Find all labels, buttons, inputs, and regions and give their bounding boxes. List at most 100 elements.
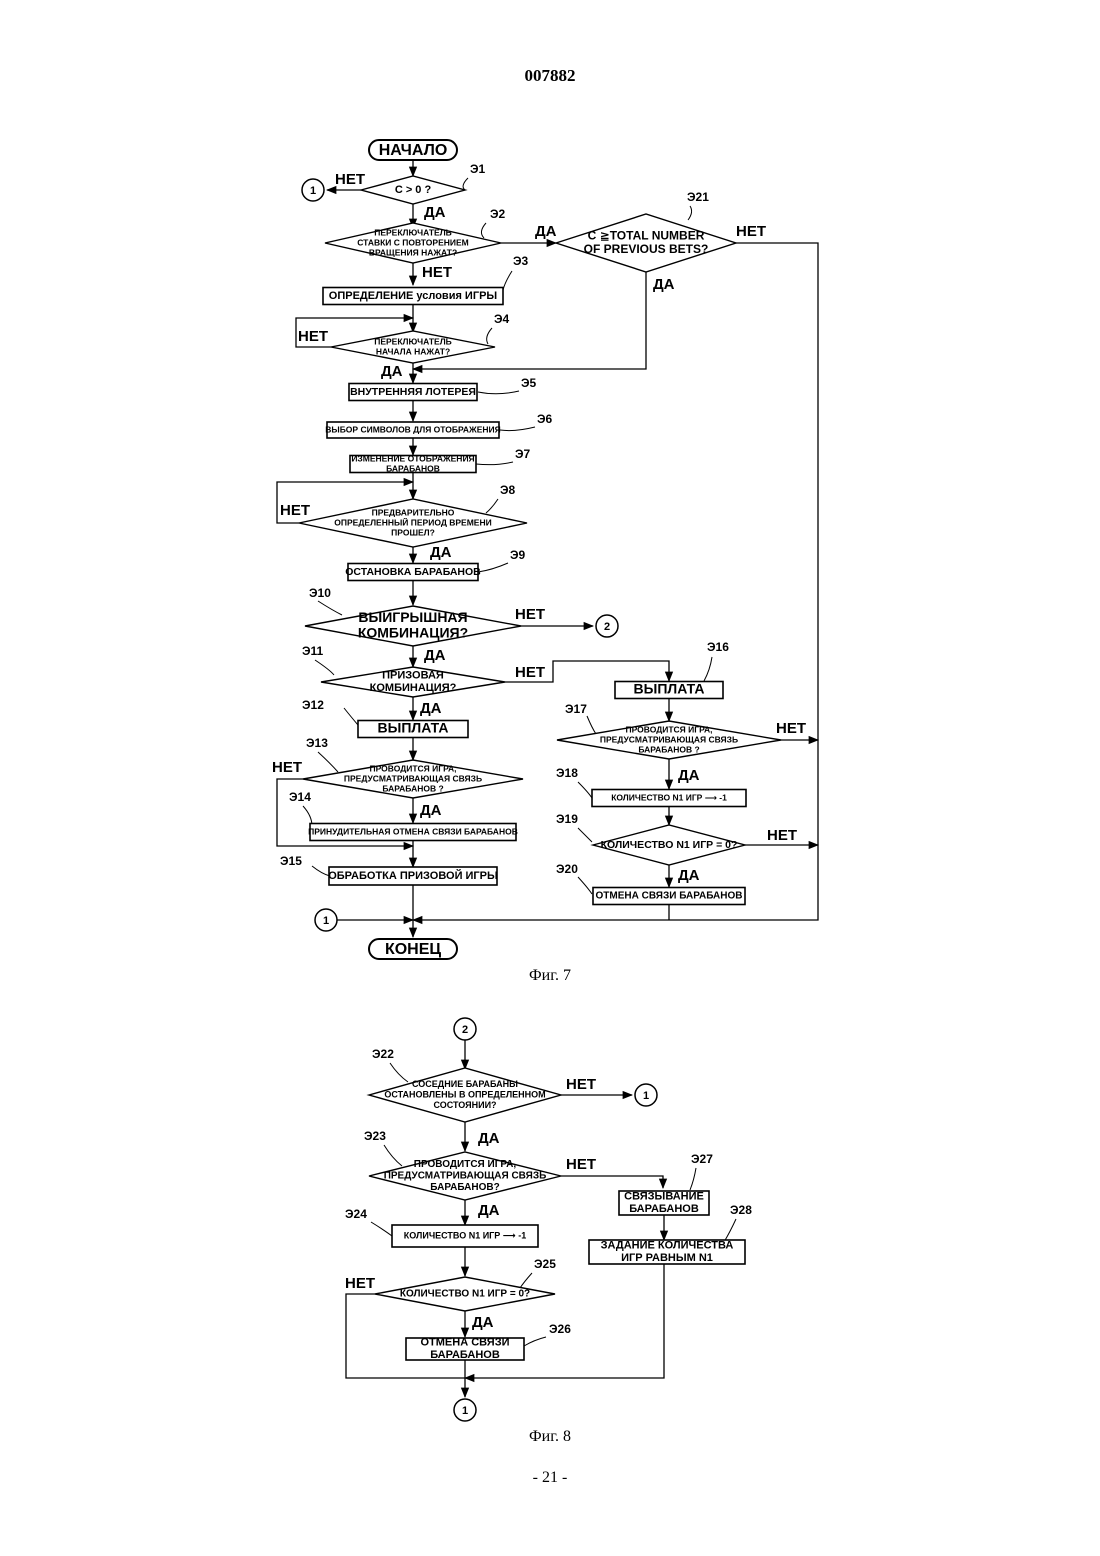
process-s26-line: БАРАБАНОВ (430, 1349, 500, 1361)
decision-s10-line: КОМБИНАЦИЯ? (358, 624, 468, 640)
process-s9-line: ОСТАНОВКА БАРАБАНОВ (345, 566, 481, 578)
process-s26-line: ОТМЕНА СВЯЗИ (420, 1337, 509, 1349)
end-terminal-label: КОНЕЦ (385, 941, 441, 958)
decision-s2-line: СТАВКИ С ПОВТОРЕНИЕМ (357, 237, 468, 247)
step-id-s3: Э3 (513, 254, 529, 268)
leader-s22 (390, 1063, 408, 1082)
step-id-s27: Э27 (691, 1152, 713, 1166)
process-s3-line: ОПРЕДЕЛЕНИЕ условия ИГРЫ (329, 290, 498, 302)
no-label: НЕТ (298, 328, 328, 345)
step-id-s26: Э26 (549, 1322, 571, 1336)
no-label: НЕТ (767, 827, 797, 844)
yes-label: ДА (430, 544, 452, 561)
no-label: НЕТ (515, 664, 545, 681)
no-label: НЕТ (422, 264, 452, 281)
leader-s25 (520, 1273, 532, 1288)
step-id-s11: Э11 (302, 644, 324, 658)
no-label: НЕТ (776, 720, 806, 737)
decision-s13-line: ПРОВОДИТСЯ ИГРА, (369, 763, 456, 773)
connector-1-in-label: 1 (323, 915, 329, 927)
connector-1-fig8-a-label: 1 (643, 1090, 649, 1102)
process-s7-line: ИЗМЕНЕНИЕ ОТОБРАЖЕНИЯ (351, 453, 474, 463)
decision-s2-line: ВРАЩЕНИЯ НАЖАТ? (369, 247, 457, 257)
yes-label: ДА (478, 1202, 500, 1219)
yes-label: ДА (678, 867, 700, 884)
no-label: НЕТ (566, 1156, 596, 1173)
leader-s21 (688, 206, 692, 220)
yes-label: ДА (478, 1130, 500, 1147)
start-terminal-label: НАЧАЛО (379, 142, 448, 159)
no-label: НЕТ (566, 1076, 596, 1093)
process-s12-line: ВЫПЛАТА (378, 720, 449, 736)
leader-s20 (578, 877, 592, 894)
decision-s1-line: С > 0 ? (395, 184, 432, 196)
decision-s23-line: ПРОВОДИТСЯ ИГРА, (414, 1159, 517, 1170)
decision-s17-line: ПРЕДУСМАТРИВАЮЩАЯ СВЯЗЬ (600, 734, 738, 744)
page-number: - 21 - (0, 1469, 1100, 1487)
decision-s25-line: КОЛИЧЕСТВО N1 ИГР = 0? (400, 1289, 530, 1300)
yes-label: ДА (424, 204, 446, 221)
decision-s23-line: БАРАБАНОВ? (430, 1182, 499, 1193)
yes-label: ДА (678, 767, 700, 784)
leader-s5 (478, 391, 519, 394)
connector-1-out-label: 1 (310, 185, 316, 197)
leader-s26 (524, 1337, 546, 1346)
process-s18-line: КОЛИЧЕСТВО N1 ИГР ⟶ -1 (611, 792, 727, 802)
decision-s2-line: ПЕРЕКЛЮЧАТЕЛЬ (374, 227, 452, 237)
yes-label: ДА (653, 276, 675, 293)
yes-label: ДА (535, 223, 557, 240)
step-id-s14: Э14 (289, 790, 311, 804)
decision-s21-line: OF PREVIOUS BETS? (584, 242, 709, 256)
yes-label: ДА (420, 700, 442, 717)
step-id-s9: Э9 (510, 548, 526, 562)
step-id-s4: Э4 (494, 312, 510, 326)
process-s7-line: БАРАБАНОВ (386, 463, 440, 473)
no-label: НЕТ (280, 502, 310, 519)
step-id-s25: Э25 (534, 1257, 556, 1271)
step-id-s24: Э24 (345, 1207, 367, 1221)
step-id-s21: Э21 (687, 190, 709, 204)
decision-s8-line: ПРОШЕЛ? (391, 527, 435, 537)
step-id-s5: Э5 (521, 376, 537, 390)
step-id-s8: Э8 (500, 483, 516, 497)
connector-2-in-label: 2 (462, 1024, 468, 1036)
decision-s10-line: ВЫИГРЫШНАЯ (358, 609, 467, 625)
decision-s22-line: СОСЕДНИЕ БАРАБАНЫ (412, 1079, 518, 1089)
leader-s28 (724, 1219, 736, 1242)
leader-s19 (578, 828, 592, 842)
fig7-caption: Фиг. 7 (0, 967, 1100, 985)
leader-s6 (500, 427, 535, 431)
yes-label: ДА (424, 647, 446, 664)
leader-s10 (318, 601, 342, 615)
leader-s11 (315, 660, 334, 675)
step-id-s19: Э19 (556, 812, 578, 826)
fig8-caption: Фиг. 8 (0, 1428, 1100, 1446)
step-id-s13: Э13 (306, 736, 328, 750)
decision-s17-line: БАРАБАНОВ ? (638, 744, 699, 754)
decision-s8-line: ОПРЕДЕЛЕННЫЙ ПЕРИОД ВРЕМЕНИ (334, 516, 491, 527)
leader-s3 (503, 271, 512, 290)
step-id-s22: Э22 (372, 1047, 394, 1061)
decision-s23-line: ПРЕДУСМАТРИВАЮЩАЯ СВЯЗЬ (384, 1171, 547, 1182)
step-id-s20: Э20 (556, 862, 578, 876)
leader-s27 (690, 1168, 696, 1190)
process-s27-line: БАРАБАНОВ (629, 1203, 699, 1215)
process-s16-line: ВЫПЛАТА (634, 681, 705, 697)
process-s20-line: ОТМЕНА СВЯЗИ БАРАБАНОВ (595, 891, 742, 902)
step-id-s7: Э7 (515, 447, 531, 461)
decision-s17-line: ПРОВОДИТСЯ ИГРА, (625, 724, 712, 734)
leader-s24 (371, 1222, 392, 1236)
process-s14-line: ПРИНУДИТЕЛЬНАЯ ОТМЕНА СВЯЗИ БАРАБАНОВ (308, 826, 518, 836)
decision-s13-line: БАРАБАНОВ ? (382, 783, 443, 793)
leader-s7 (476, 462, 513, 465)
process-s28-line: ЗАДАНИЕ КОЛИЧЕСТВА (601, 1240, 734, 1252)
leader-s9 (478, 563, 508, 572)
yes-label: ДА (381, 363, 403, 380)
connector-2-out-label: 2 (604, 621, 610, 633)
step-id-s18: Э18 (556, 766, 578, 780)
leader-s12 (344, 708, 358, 725)
no-line-s23 (561, 1176, 663, 1188)
decision-s8-line: ПРЕДВАРИТЕЛЬНО (372, 507, 455, 517)
